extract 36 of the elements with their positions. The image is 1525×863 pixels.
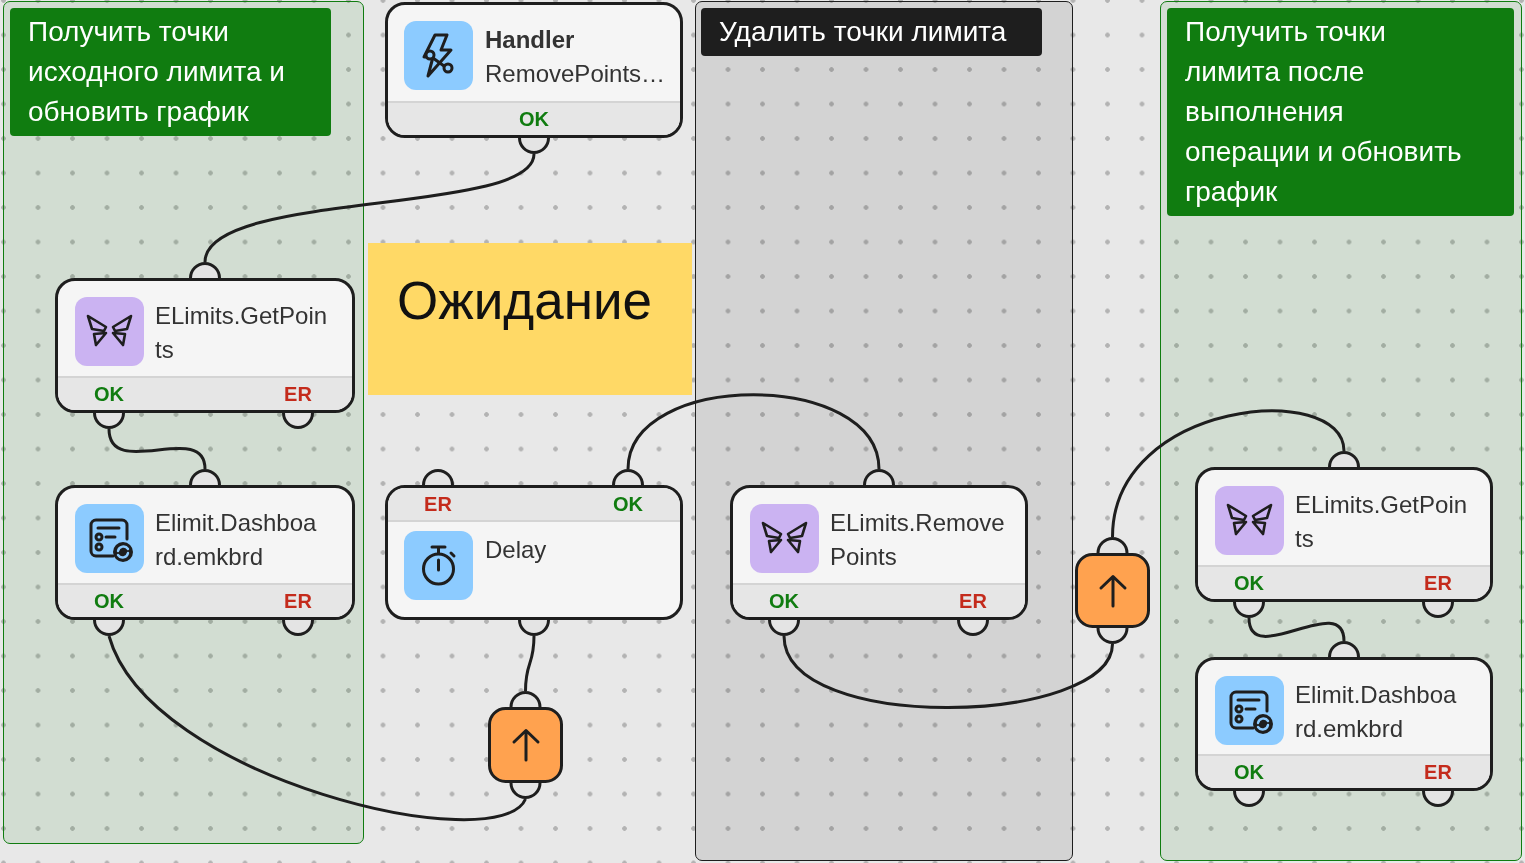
connector-line: [1111, 409, 1346, 538]
port-label: OK: [1234, 571, 1264, 596]
port-label: ER: [424, 492, 452, 517]
group-header: Удалить точки лимита: [701, 8, 1042, 56]
group-panel: [1160, 1, 1522, 861]
node-title: ELimits.GetPoints: [155, 301, 329, 365]
port-label: ER: [1424, 571, 1452, 596]
connector-line: [107, 635, 527, 821]
port-label: ER: [284, 382, 312, 407]
connector-line: [524, 635, 536, 692]
group-header: Получить точки исходного лимита и обновить график: [10, 8, 331, 136]
port-label: ER: [284, 589, 312, 614]
connector-line: [782, 635, 1114, 709]
port-label: OK: [613, 492, 643, 517]
connector-line: [203, 153, 536, 263]
port-label: OK: [519, 107, 549, 132]
connector-line: [626, 393, 881, 470]
sticky-note: Ожидание: [368, 243, 692, 395]
port-label: OK: [769, 589, 799, 614]
node-title: Elimit.Dashboard.emkbrd: [1295, 680, 1458, 744]
node-title: ELimits.RemovePoints: [830, 508, 1006, 572]
connector-line: [107, 428, 207, 470]
port-label: ER: [959, 589, 987, 614]
node-title: Delay: [485, 535, 548, 565]
group-header: Получить точки лимита после выполнения операции и обновить график: [1167, 8, 1514, 216]
trigger-node: [385, 2, 683, 154]
port-label: OK: [94, 589, 124, 614]
port-label: OK: [94, 382, 124, 407]
node-title: ELimits.GetPoints: [1295, 490, 1469, 554]
node-title: Elimit.Dashboard.emkbrd: [155, 508, 318, 572]
node-subtitle: RemovePoints…: [485, 59, 666, 89]
node-title: Handler: [485, 25, 576, 55]
port-label: ER: [1424, 760, 1452, 785]
port-label: OK: [1234, 760, 1264, 785]
group-panel: [695, 1, 1073, 861]
group-panel: [3, 1, 364, 844]
